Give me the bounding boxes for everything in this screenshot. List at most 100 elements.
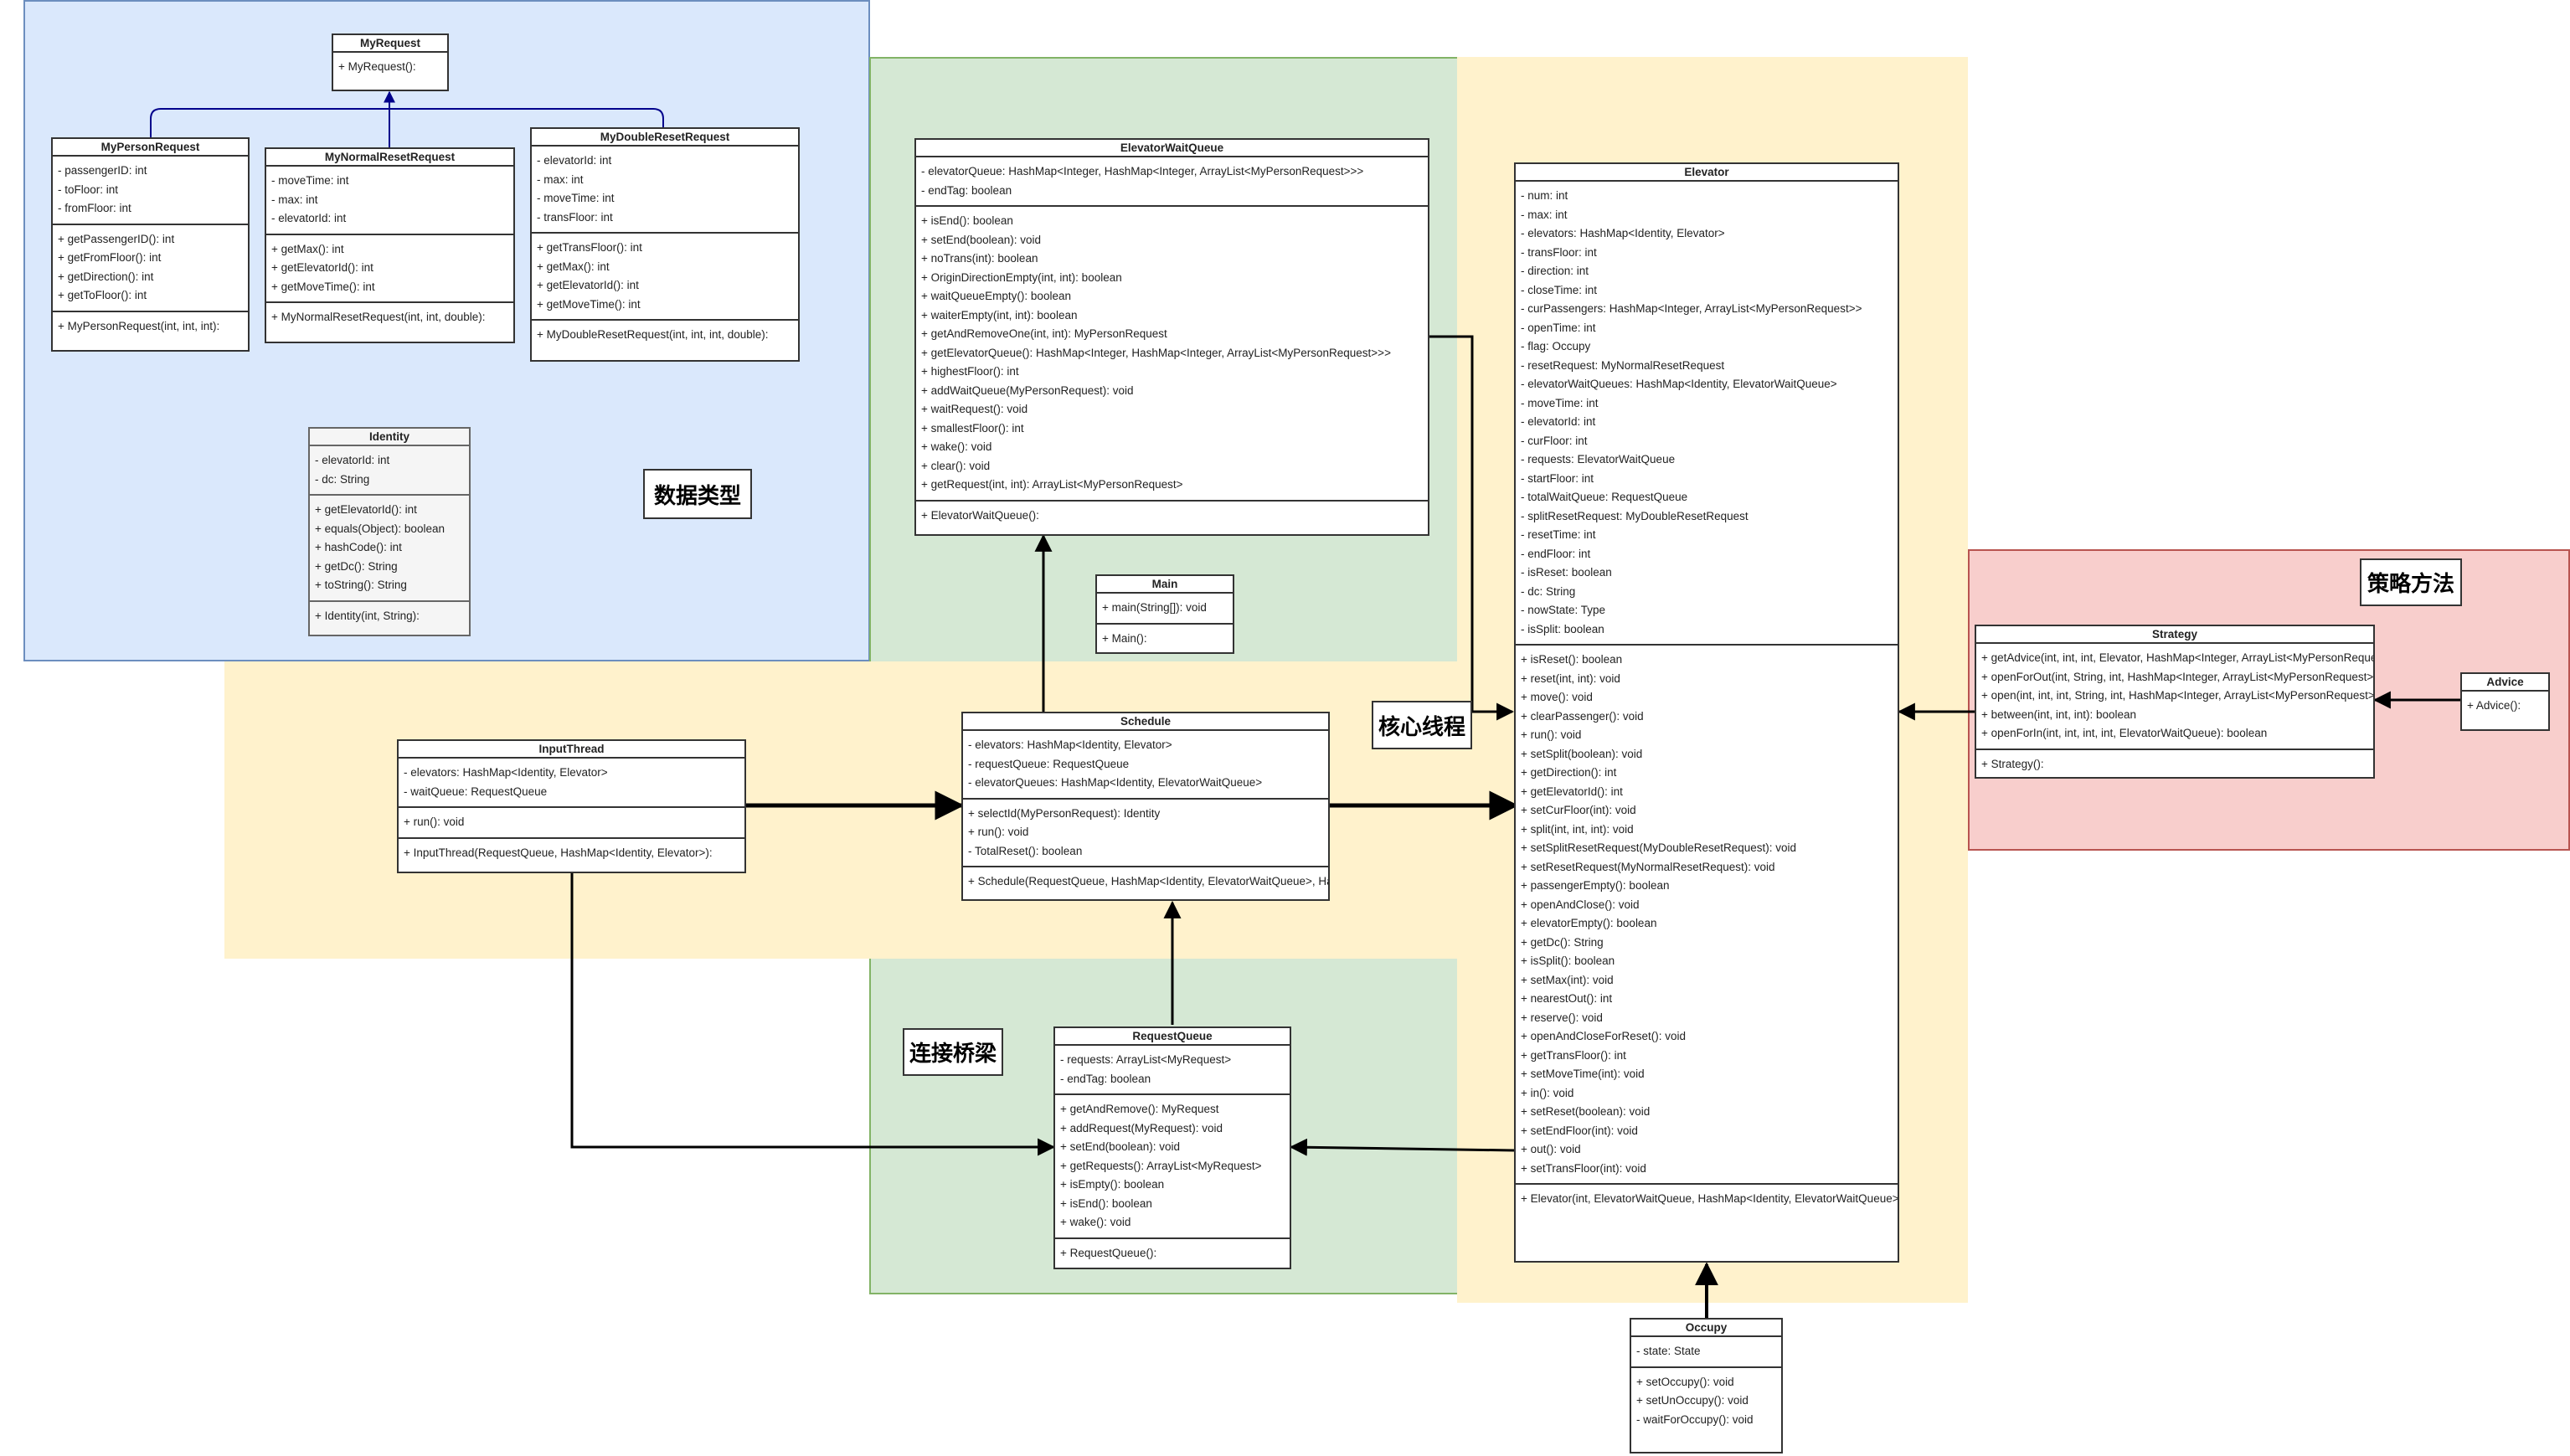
class-method: + getAndRemoveOne(int, int): MyPersonReq… xyxy=(921,327,1167,340)
class-constructors: + Schedule(RequestQueue, HashMap<Identit… xyxy=(963,867,1328,897)
class-requestqueue[interactable]: RequestQueue- requests: ArrayList<MyRequ… xyxy=(1053,1026,1291,1269)
class-mynormalresetrequest[interactable]: MyNormalResetRequest- moveTime: int- max… xyxy=(265,147,515,343)
class-attribute: - flag: Occupy xyxy=(1521,340,1591,352)
class-method: + getElevatorId(): int xyxy=(271,261,373,274)
class-attribute: - endFloor: int xyxy=(1521,547,1591,560)
class-attribute: - curFloor: int xyxy=(1521,434,1588,447)
class-method: + split(int, int, int): void xyxy=(1521,822,1634,836)
edge-elevatorwaitqueue-to-elevator xyxy=(1429,335,1515,721)
class-method: + run(): void xyxy=(1521,728,1582,741)
class-advice[interactable]: Advice+ Advice(): xyxy=(2460,672,2550,731)
edge-inputthread-to-requestqueue xyxy=(570,872,1056,1156)
class-schedule[interactable]: Schedule- elevators: HashMap<Identity, E… xyxy=(961,712,1330,901)
class-method: + reserve(): void xyxy=(1521,1011,1603,1024)
class-method: + smallestFloor(): int xyxy=(921,421,1024,435)
class-method: + out(): void xyxy=(1521,1143,1581,1155)
class-attribute: - elevatorWaitQueues: HashMap<Identity, … xyxy=(1521,378,1837,390)
class-method: + in(): void xyxy=(1521,1086,1574,1099)
class-constructor: + RequestQueue(): xyxy=(1060,1246,1157,1259)
class-elevatorwaitqueue[interactable]: ElevatorWaitQueue- elevatorQueue: HashMa… xyxy=(914,138,1429,536)
class-strategy[interactable]: Strategy+ getAdvice(int, int, int, Eleva… xyxy=(1975,625,2375,779)
class-attribute: - elevatorId: int xyxy=(537,154,612,167)
class-name: Schedule xyxy=(963,713,1328,731)
class-constructor: + MyNormalResetRequest(int, int, double)… xyxy=(271,311,486,323)
class-method: + setSplit(boolean): void xyxy=(1521,747,1643,760)
class-attribute: - requestQueue: RequestQueue xyxy=(968,757,1130,770)
class-method: + setCurFloor(int): void xyxy=(1521,804,1636,816)
class-name: Elevator xyxy=(1516,164,1898,182)
class-method: + getElevatorQueue(): HashMap<Integer, H… xyxy=(921,346,1391,359)
class-attribute: - nowState: Type xyxy=(1521,604,1606,616)
class-method: + passengerEmpty(): boolean xyxy=(1521,879,1670,892)
class-methods: + isEnd(): boolean+ setEnd(boolean): voi… xyxy=(916,207,1428,502)
label-strategy-methods: 策略方法 xyxy=(2360,558,2462,606)
class-method: + setEnd(boolean): void xyxy=(1060,1140,1180,1153)
class-method: + elevatorEmpty(): boolean xyxy=(1521,917,1657,929)
class-attributes: - elevators: HashMap<Identity, Elevator>… xyxy=(963,731,1328,800)
class-method: + isEmpty(): boolean xyxy=(1060,1178,1165,1191)
class-method: + openAndCloseForReset(): void xyxy=(1521,1030,1686,1042)
class-method: + setOccupy(): void xyxy=(1636,1375,1734,1388)
class-name: Identity xyxy=(310,429,469,446)
class-methods: + getMax(): int + getElevatorId(): int + g… xyxy=(266,235,513,303)
class-attribute: - max: int xyxy=(271,193,318,206)
class-name: InputThread xyxy=(399,741,744,759)
class-occupy[interactable]: Occupy- state: State+ setOccupy(): void+… xyxy=(1630,1318,1783,1453)
class-method: + getRequest(int, int): ArrayList<MyPers… xyxy=(921,478,1183,491)
class-method: + getDc(): String xyxy=(1521,935,1604,949)
class-name: MyRequest xyxy=(333,35,447,53)
class-constructor: + MyPersonRequest(int, int, int): xyxy=(58,319,220,332)
class-attributes: - num: int- max: int- elevators: HashMap… xyxy=(1516,182,1898,646)
class-method: + setUnOccupy(): void xyxy=(1636,1394,1749,1407)
class-methods: + main(String[]): void xyxy=(1097,594,1233,625)
class-constructor: + Identity(int, String): xyxy=(315,609,420,622)
class-methods: + setOccupy(): void + setUnOccupy(): void… xyxy=(1631,1368,1781,1435)
class-method: + getFromFloor(): int xyxy=(58,251,162,264)
class-method: + run(): void xyxy=(968,826,1029,838)
class-method: + addWaitQueue(MyPersonRequest): void xyxy=(921,383,1134,397)
class-attribute: - passengerID: int xyxy=(58,164,147,177)
class-elevator[interactable]: Elevator- num: int- max: int- elevators:… xyxy=(1514,162,1899,1263)
class-method: + waiterEmpty(int, int): boolean xyxy=(921,308,1078,322)
class-attribute: - endTag: boolean xyxy=(1060,1072,1151,1085)
class-method: + setSplitResetRequest(MyDoubleResetRequ… xyxy=(1521,841,1797,854)
class-method: + between(int, int, int): boolean xyxy=(1981,707,2136,721)
class-mydoubleresetrequest[interactable]: MyDoubleResetRequest- elevatorId: int- m… xyxy=(530,127,800,362)
class-name: Advice xyxy=(2462,674,2548,692)
class-method: + getMoveTime(): int xyxy=(271,280,375,293)
class-myrequest[interactable]: MyRequest+ MyRequest(): xyxy=(332,33,449,91)
class-main[interactable]: Main+ main(String[]): void+ Main(): xyxy=(1095,574,1234,654)
class-method: + open(int, int, int, String, int, HashM… xyxy=(1981,689,2375,702)
class-identity[interactable]: Identity- elevatorId: int- dc: String+ g… xyxy=(308,427,471,636)
class-method: + getMax(): int xyxy=(271,242,344,255)
class-inputthread[interactable]: InputThread- elevators: HashMap<Identity… xyxy=(397,739,746,873)
class-method: + getTransFloor(): int xyxy=(1521,1048,1626,1062)
class-method: + setResetRequest(MyNormalResetRequest):… xyxy=(1521,860,1775,873)
class-constructor: + Elevator(int, ElevatorWaitQueue, HashM… xyxy=(1521,1192,1899,1205)
class-constructors: + Identity(int, String): xyxy=(310,602,469,631)
class-attribute: - waitQueue: RequestQueue xyxy=(404,785,548,798)
class-method: + reset(int, int): void xyxy=(1521,671,1620,685)
class-constructors: + RequestQueue(): xyxy=(1055,1239,1290,1268)
class-method: + getElevatorId(): int xyxy=(537,279,639,291)
class-mypersonrequest[interactable]: MyPersonRequest- passengerID: int- toFlo… xyxy=(51,137,250,352)
label-data-types: 数据类型 xyxy=(643,469,752,519)
class-method: + getDirection(): int xyxy=(1521,766,1617,779)
class-attribute: - elevators: HashMap<Identity, Elevator> xyxy=(968,738,1172,751)
class-method: + hashCode(): int xyxy=(315,541,402,553)
class-methods: + selectId(MyPersonRequest): Identity+ r… xyxy=(963,800,1328,867)
class-method: + getDc(): String xyxy=(315,559,398,573)
class-method: + isSplit(): boolean xyxy=(1521,954,1615,967)
class-name: Strategy xyxy=(1976,626,2373,644)
class-attribute: - transFloor: int xyxy=(1521,245,1597,259)
class-constructors: + Strategy(): xyxy=(1976,750,2373,778)
class-method: + addRequest(MyRequest): void xyxy=(1060,1121,1223,1134)
class-attribute: - dc: String xyxy=(1521,584,1576,598)
class-attributes: - state: State xyxy=(1631,1337,1781,1368)
class-attribute: - elevatorId: int xyxy=(1521,415,1596,428)
class-method: + getToFloor(): int xyxy=(58,289,147,301)
class-name: RequestQueue xyxy=(1055,1028,1290,1046)
class-attribute: - isSplit: boolean xyxy=(1521,622,1604,635)
class-attribute: - endTag: boolean xyxy=(921,183,1012,197)
